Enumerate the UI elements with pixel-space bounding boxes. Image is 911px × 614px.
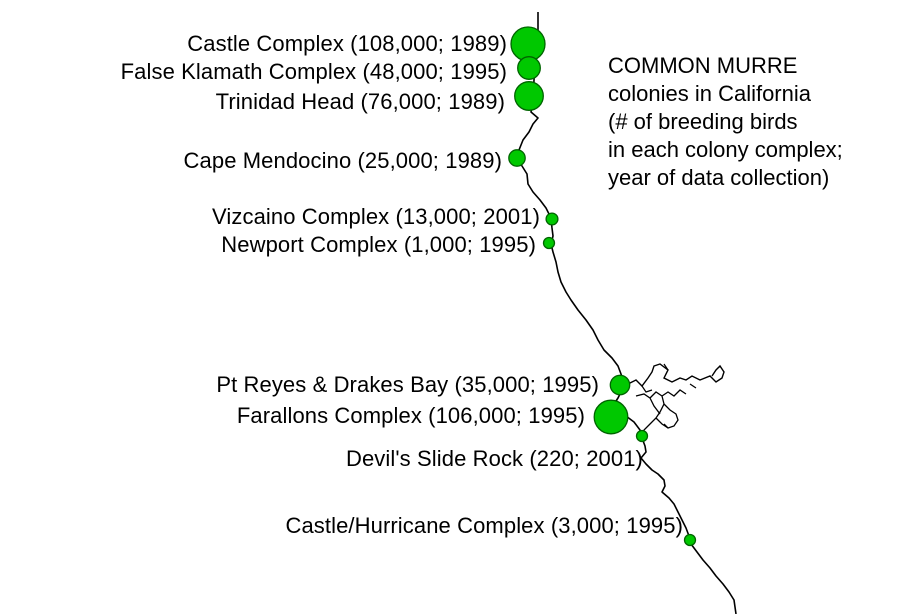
legend-line-3: (# of breeding birds xyxy=(608,109,798,134)
colony-marker-newport-complex xyxy=(542,236,556,250)
colony-marker-cape-mendocino xyxy=(508,149,526,167)
bay-outline xyxy=(621,363,725,391)
colony-marker-castle-hurricane-complex xyxy=(683,533,697,547)
legend-line-2: colonies in California xyxy=(608,81,811,106)
map-legend: COMMON MURRE colonies in California (# o… xyxy=(608,52,843,192)
legend-line-4: in each colony complex; xyxy=(608,137,843,162)
colony-label-farallons-complex: Farallons Complex (106,000; 1995) xyxy=(236,403,585,428)
bay-islands xyxy=(641,363,697,393)
colony-label-castle-complex: Castle Complex (108,000; 1989) xyxy=(187,31,507,56)
colony-marker-pt-reyes-drakes-bay xyxy=(609,374,631,396)
bay-inner xyxy=(635,389,687,437)
colony-label-vizcaino-complex: Vizcaino Complex (13,000; 2001) xyxy=(212,204,540,229)
colony-label-trinidad-head: Trinidad Head (76,000; 1989) xyxy=(215,89,505,114)
colony-marker-farallons-complex xyxy=(593,399,629,435)
colony-label-false-klamath-complex: False Klamath Complex (48,000; 1995) xyxy=(120,59,507,84)
colony-marker-devil-s-slide-rock xyxy=(635,429,649,443)
colony-marker-trinidad-head xyxy=(514,81,544,111)
colony-label-devils-slide-rock: Devil's Slide Rock (220; 2001) xyxy=(345,446,643,471)
colony-marker-false-klamath-complex xyxy=(517,56,541,80)
colony-marker-vizcaino-complex xyxy=(545,212,559,226)
colony-label-pt-reyes-drakes-bay: Pt Reyes & Drakes Bay (35,000; 1995) xyxy=(216,372,599,397)
colony-label-cape-mendocino: Cape Mendocino (25,000; 1989) xyxy=(183,148,502,173)
colony-label-castle-hurricane-complex: Castle/Hurricane Complex (3,000; 1995) xyxy=(285,513,683,538)
legend-line-1: COMMON MURRE xyxy=(608,53,798,78)
colony-marker-castle-complex xyxy=(510,26,546,62)
colony-label-newport-complex: Newport Complex (1,000; 1995) xyxy=(221,232,536,257)
legend-line-5: year of data collection) xyxy=(608,165,830,190)
